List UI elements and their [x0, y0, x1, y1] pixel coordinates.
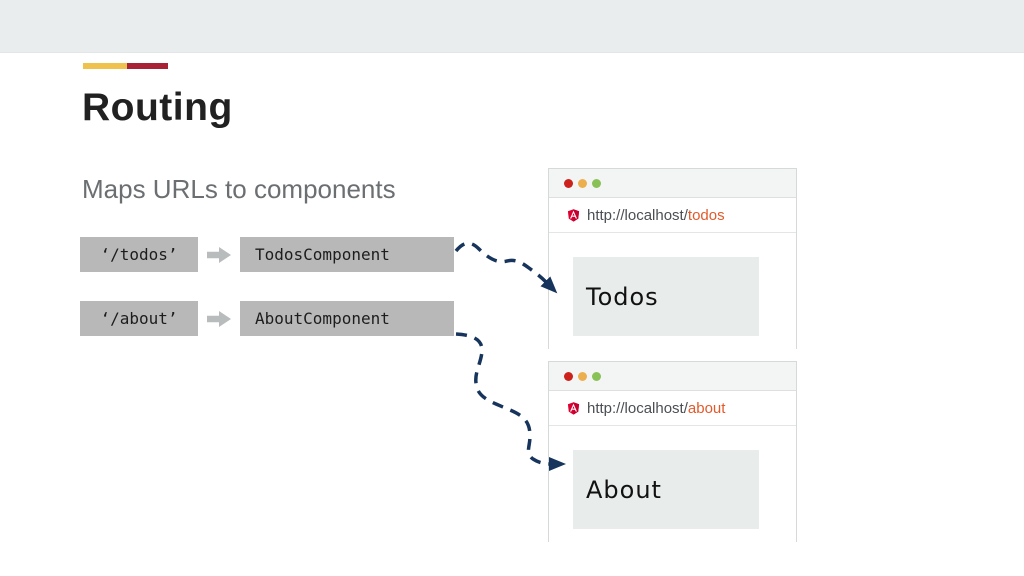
browser-titlebar	[549, 362, 796, 391]
title-accent-bar	[83, 63, 168, 69]
browser-address-bar: http://localhost/about	[549, 391, 796, 426]
slide-top-band	[0, 0, 1024, 53]
browser-titlebar	[549, 169, 796, 198]
url-prefix: http://localhost/	[587, 206, 688, 224]
route-path-label: ‘/todos’	[100, 245, 178, 264]
url-text: http://localhost/todos	[587, 207, 725, 224]
minimize-dot-icon	[578, 371, 587, 381]
zoom-dot-icon	[592, 178, 601, 188]
right-block-arrow-icon	[207, 311, 231, 327]
content-panel: Todos	[573, 257, 759, 336]
route-component-label: TodosComponent	[255, 245, 390, 264]
route-component-box-about: AboutComponent	[240, 301, 454, 336]
url-path: about	[687, 399, 726, 417]
angular-shield-icon	[567, 209, 580, 222]
browser-viewport: About	[549, 426, 796, 542]
content-label: About	[586, 475, 662, 504]
browser-viewport: Todos	[549, 233, 796, 349]
route-path-label: ‘/about’	[100, 309, 178, 328]
route-path-box-todos: ‘/todos’	[80, 237, 198, 272]
slide-subtitle: Maps URLs to components	[82, 174, 396, 204]
accent-yellow-segment	[83, 63, 127, 69]
right-block-arrow-icon	[207, 247, 231, 263]
content-label: Todos	[586, 282, 659, 311]
browser-address-bar: http://localhost/todos	[549, 198, 796, 233]
url-text: http://localhost/about	[587, 400, 725, 417]
dashed-arrow-to-todos-window	[454, 241, 558, 294]
url-prefix: http://localhost/	[587, 399, 688, 417]
angular-shield-icon	[567, 402, 580, 415]
close-dot-icon	[564, 371, 573, 381]
browser-window-about: http://localhost/about About	[548, 361, 797, 542]
content-panel: About	[573, 450, 759, 529]
page-title: Routing	[82, 86, 233, 129]
route-path-box-about: ‘/about’	[80, 301, 198, 336]
dashed-arrow-to-about-window	[455, 332, 566, 471]
route-component-box-todos: TodosComponent	[240, 237, 454, 272]
route-component-label: AboutComponent	[255, 309, 390, 328]
zoom-dot-icon	[592, 371, 601, 381]
minimize-dot-icon	[578, 178, 587, 188]
url-path: todos	[687, 206, 725, 224]
close-dot-icon	[564, 178, 573, 188]
accent-red-segment	[127, 63, 168, 69]
browser-window-todos: http://localhost/todos Todos	[548, 168, 797, 349]
